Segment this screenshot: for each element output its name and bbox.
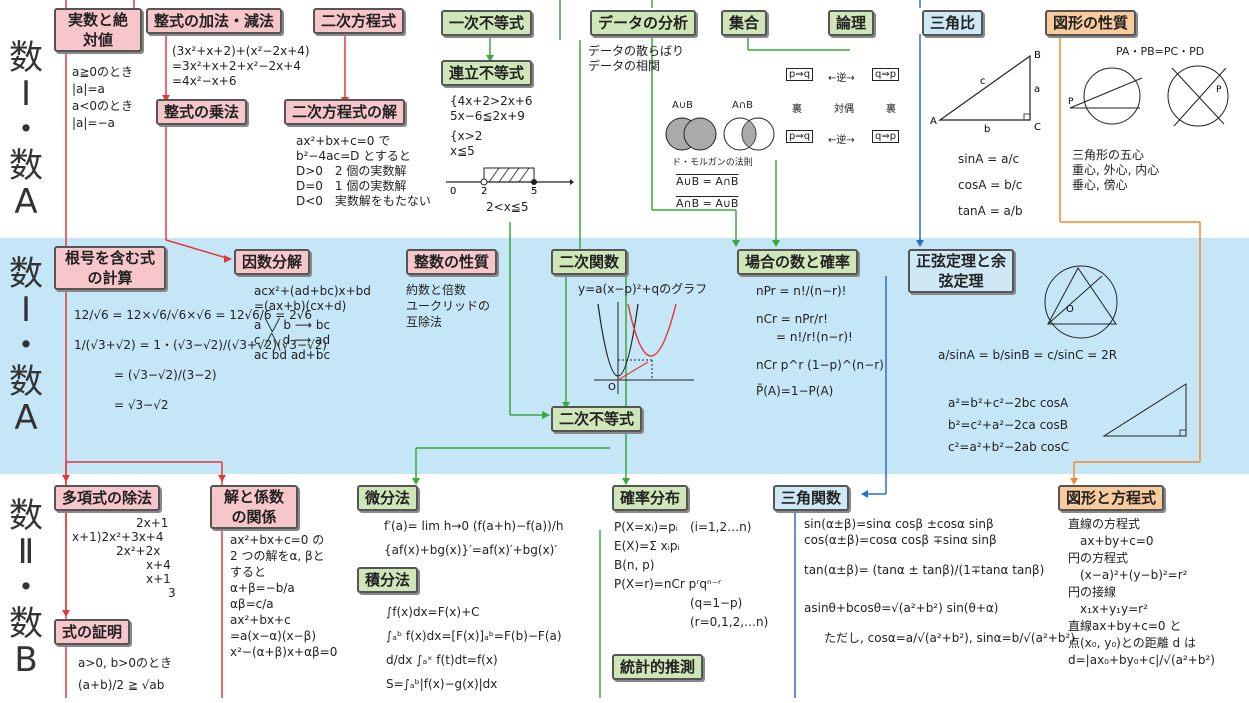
svg-text:B: B (1034, 50, 1041, 61)
data-text: データの散らばりデータの相関 (588, 44, 685, 73)
parabola-graph: O (594, 302, 694, 394)
bibun-text: f′(a)= lim h→0 (f(a+h)−f(a))/h{af(x)+bg(… (384, 519, 564, 557)
sekibun-text: ∫f(x)dx=F(x)+C∫ₐᵇ f(x)dx=[F(x)]ₐᵇ=F(b)−F… (386, 605, 562, 691)
box-zukei-houteishiki: 図形と方程式 (1058, 485, 1165, 511)
renritsu-text: {4x+2>2x+6 5x−6≦2x+9 {x>2 x≦5 (450, 94, 533, 158)
box-shiki-shoumei: 式の証明 (54, 619, 131, 645)
box-seishiki-kagen: 整式の加法・減法 (146, 8, 283, 34)
box-seisu-seishitsu: 整数の性質 (406, 249, 498, 275)
box-renritsu-futoushiki: 連立不等式 (441, 60, 533, 86)
svg-text:C: C (1034, 122, 1041, 133)
box-ronri: 論理 (828, 10, 875, 36)
renritsu-answer: 2<x≦5 (486, 200, 529, 214)
baai-text: nPr = n!/(n−r)! nCr = nPr/r! = n!/r!(n−r… (756, 284, 884, 398)
box-niji-futoushiki: 二次不等式 (551, 406, 643, 432)
box-niji-houteishiki: 二次方程式 (313, 8, 405, 34)
svg-text:0: 0 (450, 186, 456, 196)
svg-text:b: b (984, 124, 990, 135)
box-seishiki-jouhou: 整式の乗法 (156, 99, 248, 125)
svg-text:c: c (980, 76, 986, 87)
box-niji-kansu: 二次関数 (551, 249, 628, 275)
shiki-shoumei-text: a>0, b>0のとき(a+b)/2 ≧ √ab (78, 656, 172, 692)
logic-diagram: p⇒q ←逆→ q⇒p 裏 対偶 裏 p⇒q ←逆→ q⇒p (786, 68, 910, 158)
box-kai-keisu: 解と係数の関係 (210, 485, 298, 529)
box-sekibunhou: 積分法 (357, 567, 419, 593)
box-niji-houteishiki-kai: 二次方程式の解 (284, 99, 406, 125)
box-bibunhou: 微分法 (357, 485, 419, 511)
seigen-formula: a/sinA = b/sinB = c/sinC = 2R (938, 348, 1118, 362)
zukei-houteishiki-text: 直線の方程式 ax+by+c=0 円の方程式 (x−a)²+(y−b)²=r² … (1068, 517, 1215, 667)
box-shugou: 集合 (721, 10, 768, 36)
box-seigen-yogen: 正弦定理と余弦定理 (908, 249, 1014, 293)
venn-diagrams (665, 117, 775, 151)
circle-diagrams: P P (1068, 65, 1229, 127)
box-takoushiki: 多項式の除法 (54, 485, 161, 511)
box-inbunkai: 因数分解 (234, 249, 311, 275)
svg-text:2: 2 (481, 186, 487, 196)
box-sankaku-kansu: 三角関数 (773, 485, 850, 511)
circumcircle-diagram: O (1044, 265, 1118, 339)
de-morgan-1: A∪B = A∩B (676, 175, 739, 188)
de-morgan-2: A∩B = A∪B (676, 197, 739, 210)
box-ichiji-futoushiki: 一次不等式 (441, 10, 533, 36)
triangle-diagram-2 (1102, 383, 1187, 437)
box-kakuritsu-bunpu: 確率分布 (612, 485, 689, 511)
box-sankakuhi: 三角比 (922, 10, 984, 36)
svg-text:O: O (1066, 304, 1074, 315)
box-zukei-seishitsu: 図形の性質 (1045, 10, 1137, 36)
box-baai-kakuritsu: 場合の数と確率 (737, 249, 859, 275)
seishiki-text: (3x²+x+2)+(x²−2x+4)=3x²+x+2+x²−2x+4=4x²−… (172, 44, 310, 88)
svg-text:P: P (1216, 85, 1222, 95)
box-jissu: 実数と絶対値 (54, 8, 142, 52)
box-toukei-suisoku: 統計的推測 (612, 654, 704, 680)
box-kongou: 根号を含む式の計算 (54, 246, 166, 290)
seisu-text: 約数と倍数ユークリッドの互除法 (406, 283, 491, 329)
box-data-bunseki: データの分析 (590, 10, 697, 36)
niji-kansu-text: y=a(x−p)²+qのグラフ (578, 282, 708, 296)
svg-text:5: 5 (531, 186, 537, 196)
svg-text:O: O (608, 382, 616, 393)
svg-text:P: P (1068, 97, 1074, 107)
number-line-diagram: 0 2 5 (446, 167, 574, 196)
de-morgan-label: ド・モルガンの法則 (672, 158, 753, 168)
takoushiki-text: 2x+1 x+1)2x²+3x+4 2x²+2x x+4 x+1 3 (72, 516, 176, 600)
svg-text:a: a (1034, 84, 1040, 95)
row-band-2 (0, 238, 1249, 474)
right-triangle-diagram: A B C c a b (930, 50, 1041, 135)
zukei-text: 三角形の五心重心, 外心, 内心垂心, 傍心 (1072, 148, 1160, 192)
set-intersection-label: A∩B (732, 100, 754, 111)
svg-text:A: A (930, 116, 937, 127)
power-of-point: PA・PB=PC・PD (1116, 45, 1205, 58)
inbunkai-text: acx²+(ad+bc)x+bd=(ax+b)(cx+d) a ╲╱ b ⟶ b… (254, 284, 371, 362)
set-union-label: A∪B (672, 100, 694, 111)
